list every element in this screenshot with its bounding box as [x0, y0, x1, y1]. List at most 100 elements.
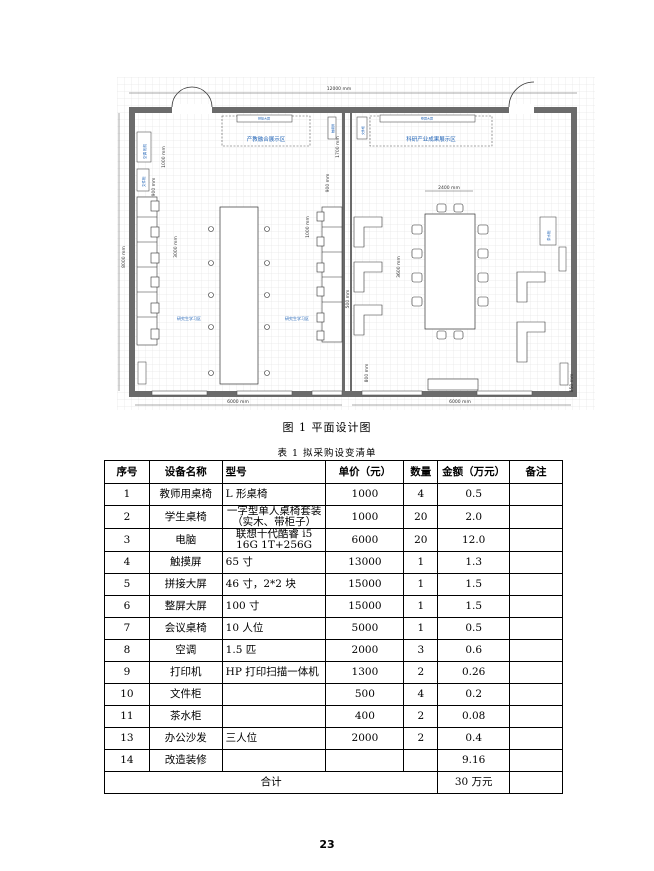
total-row: 合计 30 万元: [103, 771, 563, 794]
header-cell: 型号: [221, 460, 327, 484]
table-cell: 0.4: [437, 727, 511, 750]
dim-900-a: 900 mm: [151, 178, 157, 197]
study-label-left: 研究生学习区: [177, 315, 201, 321]
screen-2: [379, 114, 476, 123]
table-cell: 2000: [325, 639, 405, 662]
table-cell: 15000: [325, 573, 405, 596]
table-cell: [509, 551, 563, 574]
left-box-cabinet: [136, 168, 150, 192]
table-cell: [221, 705, 327, 728]
header-cell: 序号: [104, 460, 150, 484]
floor-plan: 12000 mm 8000 mm 6000 mm 6000 mm 2400 mm…: [117, 77, 595, 410]
header-cell: 数量: [403, 460, 439, 484]
conference-chairs: [411, 203, 489, 340]
table-cell: 1000: [325, 483, 405, 506]
dim-bottom-right: 6000 mm: [449, 399, 471, 405]
long-table-chairs: [208, 226, 270, 376]
table-cell: 1: [104, 483, 150, 506]
left-box-cabinet-label: 文件柜: [141, 176, 146, 187]
table-cell: 1: [403, 573, 439, 596]
dim-bottom-left: 6000 mm: [227, 399, 249, 405]
table-cell: L 形桌椅: [221, 483, 327, 506]
table-cell: 三人位: [221, 727, 327, 750]
total-label: 合计: [103, 771, 439, 794]
header-cell: 备注: [509, 460, 563, 484]
table-cell: 2: [403, 705, 439, 728]
table-cell: 会议桌椅: [148, 617, 223, 640]
screen-1: [236, 114, 293, 123]
table-cell: [403, 749, 439, 772]
page-number: 23: [319, 838, 335, 851]
table-header-row: 序号 设备名称 型号 单价（元） 数量 金额（万元） 备注: [104, 460, 563, 484]
table-cell: 8: [104, 639, 150, 662]
dim-table-top: 2400 mm: [438, 185, 460, 191]
table-cell: 打印机: [148, 661, 223, 684]
table-cell: 文件柜: [148, 683, 223, 706]
table-cell: 4: [403, 483, 439, 506]
table-cell: 3: [104, 528, 150, 552]
table-caption: 表 1 拟采购设变清单: [277, 448, 377, 459]
table-cell: 学生桌椅: [148, 505, 223, 529]
dimension-lines: [118, 92, 577, 406]
table-cell: 2.0: [437, 505, 511, 529]
screen-label-2: 整屏大屏: [421, 116, 433, 121]
table-cell: [509, 595, 563, 618]
table-cell: 0.2: [437, 683, 511, 706]
ac-right-top: [558, 246, 567, 272]
file-cab-label: 文件柜: [360, 126, 365, 135]
table-cell: [509, 528, 563, 552]
windows: [151, 390, 533, 396]
table-cell: 2: [403, 661, 439, 684]
ac-right-bottom: [559, 362, 569, 386]
table-cell: 0.08: [437, 705, 511, 728]
table-cell: 联想十代酷睿 i5 16G 1T+256G: [221, 528, 327, 552]
table-cell: 65 寸: [221, 551, 327, 574]
conference-table: [424, 213, 476, 330]
table-cell: [509, 749, 563, 772]
dim-3000: 3000 mm: [173, 236, 179, 258]
table-cell: 2000: [325, 727, 405, 750]
table-cell: HP 打印扫描一体机: [221, 661, 327, 684]
table-cell: 4: [104, 551, 150, 574]
left-desks: [136, 196, 160, 346]
table-cell: 10: [104, 683, 150, 706]
table-cell: 13000: [325, 551, 405, 574]
table-cell: 2: [403, 727, 439, 750]
table-cell: 46 寸，2*2 块: [221, 573, 327, 596]
table-cell: 20: [403, 505, 439, 529]
table-cell: 5: [104, 573, 150, 596]
dim-800: 800 mm: [364, 364, 370, 383]
table-cell: 拼接大屏: [148, 573, 223, 596]
table-cell: 6: [104, 595, 150, 618]
zone-label-2: 科研产业成果展示区: [406, 135, 456, 143]
table-cell: 1.5: [437, 573, 511, 596]
table-cell: 1: [403, 595, 439, 618]
table-cell: 4: [403, 683, 439, 706]
table-cell: 0.5: [437, 617, 511, 640]
total-note: [509, 771, 563, 794]
table-cell: 400: [325, 705, 405, 728]
zone-label-1: 产教融合展示区: [247, 135, 286, 143]
table-cell: 1: [403, 551, 439, 574]
right-box-tea-label: 茶水柜: [546, 230, 551, 241]
study-label-right: 研究生学习区: [285, 315, 309, 321]
left-box-ac-label: 空调 柜机: [142, 143, 147, 159]
table-cell: 1.5 匹: [221, 639, 327, 662]
screen-label-1: 拼接大屏: [258, 116, 270, 121]
figure-caption: 图 1 平面设计图: [282, 421, 372, 434]
table-cell: [509, 705, 563, 728]
table-cell: 教师用桌椅: [148, 483, 223, 506]
table-cell: 9: [104, 661, 150, 684]
table-cell: 1000: [325, 505, 405, 529]
left-box-ac: [136, 131, 152, 163]
dim-900-b: 900 mm: [325, 174, 331, 193]
table-cell: 5000: [325, 617, 405, 640]
